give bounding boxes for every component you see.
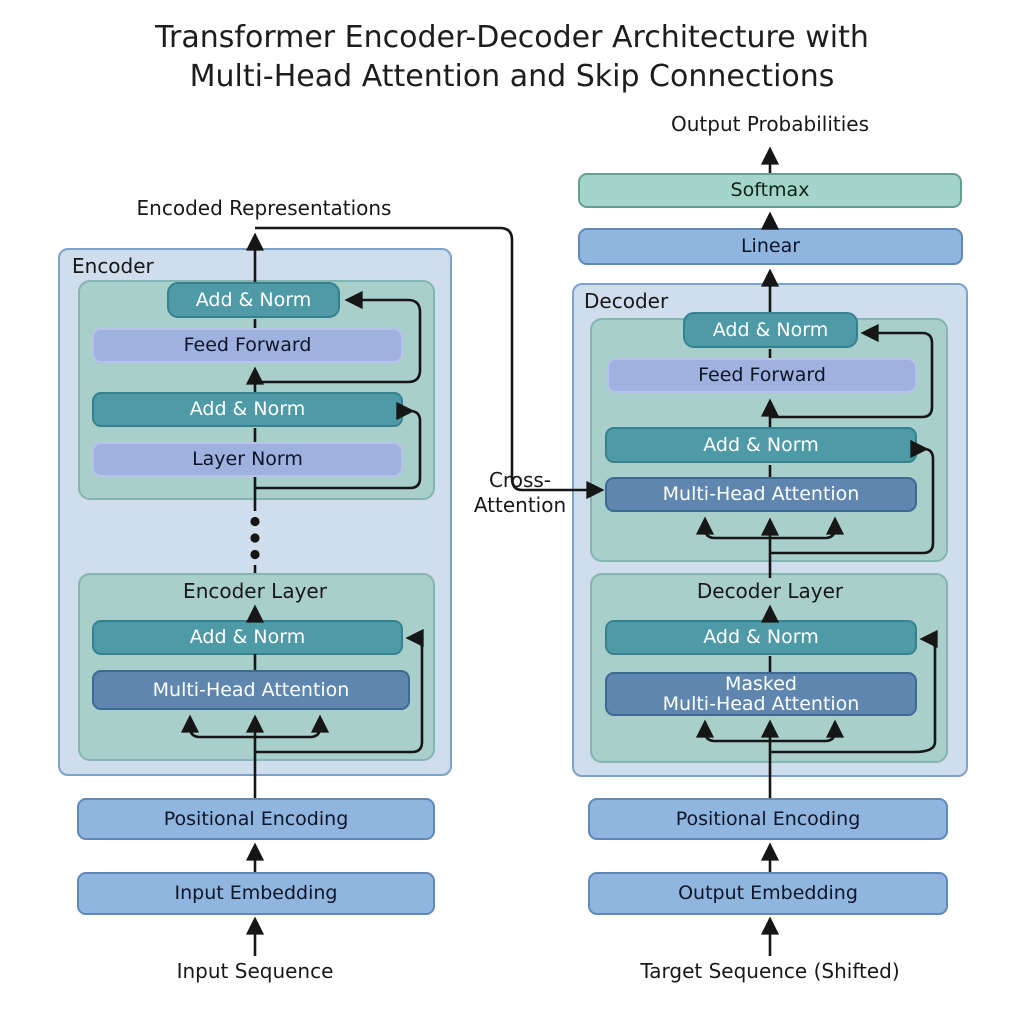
decoder-add-norm-top-box: Add & Norm	[683, 312, 858, 348]
encoder-feed-forward-box: Feed Forward	[92, 328, 403, 363]
encoder-positional-encoding-box: Positional Encoding	[77, 798, 435, 840]
encoded-representations-label: Encoded Representations	[136, 196, 392, 220]
encoder-add-norm-mid-box: Add & Norm	[92, 392, 403, 427]
decoder-feed-forward-box: Feed Forward	[607, 358, 917, 393]
encoder-multi-head-attention-box: Multi-Head Attention	[92, 670, 410, 710]
decoder-add-norm-mid-box: Add & Norm	[605, 427, 917, 463]
title-line-1: Transformer Encoder-Decoder Architecture…	[155, 20, 869, 55]
cross-attention-line-2: Attention	[473, 493, 567, 517]
cross-attention-line-1: Cross-	[488, 468, 552, 492]
diagram-title: Transformer Encoder-Decoder Architecture…	[0, 18, 1024, 96]
input-embedding-box: Input Embedding	[77, 872, 435, 915]
title-line-2: Multi-Head Attention and Skip Connection…	[189, 59, 835, 94]
target-sequence-label: Target Sequence (Shifted)	[640, 959, 900, 983]
encoder-add-norm-bottom-box: Add & Norm	[92, 620, 403, 655]
decoder-add-norm-bottom-box: Add & Norm	[605, 620, 917, 655]
input-sequence-label: Input Sequence	[176, 959, 334, 983]
softmax-box: Softmax	[578, 173, 962, 208]
masked-mha-line-1: Masked	[724, 673, 797, 695]
linear-box: Linear	[578, 228, 963, 265]
output-probabilities-label: Output Probabilities	[671, 112, 869, 136]
output-embedding-box: Output Embedding	[588, 872, 948, 915]
decoder-label: Decoder	[584, 289, 669, 313]
decoder-positional-encoding-box: Positional Encoding	[588, 798, 948, 840]
cross-attention-label: Cross- Attention	[474, 468, 566, 518]
decoder-layer-label: Decoder Layer	[696, 579, 844, 603]
encoder-label: Encoder	[72, 254, 154, 278]
encoder-layer-norm-box: Layer Norm	[92, 442, 403, 477]
encoder-add-norm-top-box: Add & Norm	[167, 282, 340, 318]
decoder-multi-head-attention-box: Multi-Head Attention	[605, 477, 917, 512]
encoder-layer-label: Encoder Layer	[183, 579, 327, 603]
masked-mha-line-2: Multi-Head Attention	[662, 693, 860, 715]
